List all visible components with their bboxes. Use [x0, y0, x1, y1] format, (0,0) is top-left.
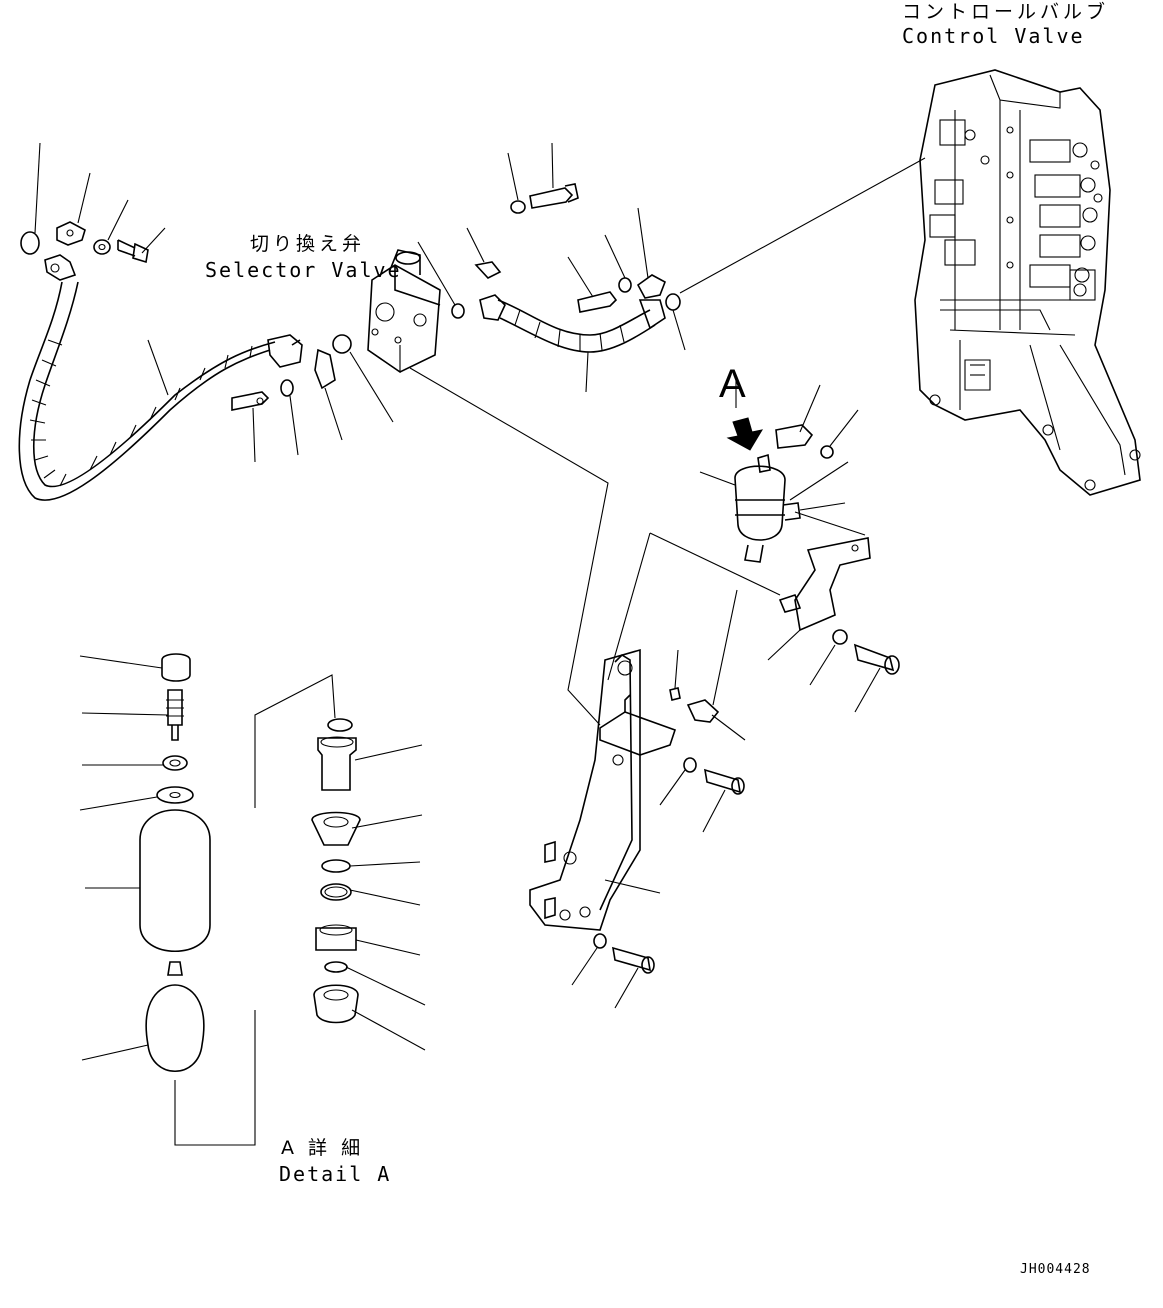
selector-valve	[367, 249, 465, 374]
middle-hose-assembly	[474, 183, 681, 353]
accumulator-assembly	[734, 424, 900, 675]
detail-a-parts	[139, 653, 361, 1072]
control-valve-assembly	[914, 69, 1141, 496]
mounting-bracket	[529, 648, 745, 974]
left-hose-assembly	[18, 221, 352, 501]
detail-a-label-en: Detail A	[279, 1162, 392, 1186]
control-valve-label-en: Control Valve	[902, 24, 1085, 48]
selector-valve-label-en: Selector Valve	[205, 258, 402, 282]
view-arrow-label: A	[719, 362, 746, 406]
leader-lines	[34, 142, 926, 1146]
drawing-code: JH004428	[1020, 1262, 1091, 1277]
control-valve-label-jp: コントロールバルブ	[902, 1, 1110, 23]
detail-a-label-jp: A 詳 細	[281, 1137, 365, 1159]
selector-valve-label-jp: 切り換え弁	[250, 233, 366, 255]
view-arrow	[726, 417, 764, 451]
